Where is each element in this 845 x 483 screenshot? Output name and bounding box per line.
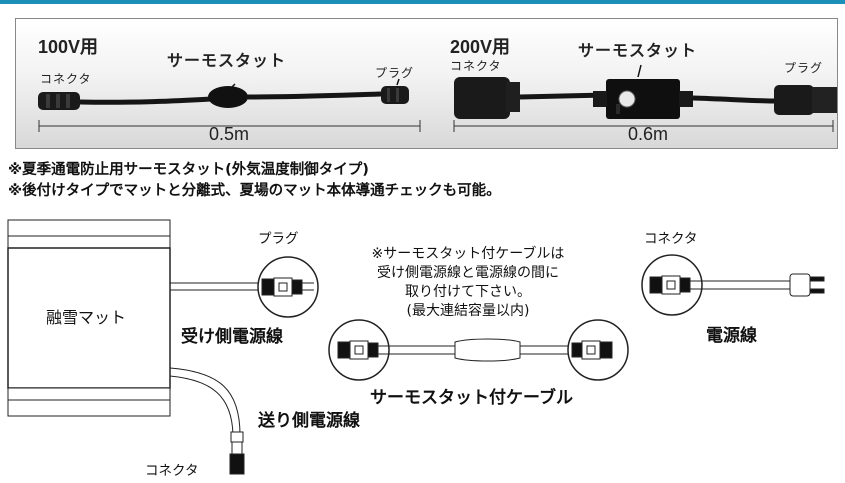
instruction-note: ※サーモスタット付ケーブルは 受け側電源線と電源線の間に 取り付けて下さい。 (… bbox=[358, 245, 578, 321]
connector-right-label: コネクタ bbox=[644, 231, 698, 247]
cable-photo-drawing bbox=[38, 64, 837, 132]
plug-top-label: プラグ bbox=[258, 231, 299, 247]
mat-label: 融雪マット bbox=[46, 308, 127, 327]
power-cable-shape bbox=[641, 254, 825, 316]
voltage-200v-label: 200V用 bbox=[450, 37, 511, 57]
connector-200v-label: コネクタ bbox=[450, 59, 502, 73]
note-line-2: ※後付けタイプでマットと分離式、夏場のマット本体導通チェックも可能。 bbox=[8, 183, 501, 199]
product-photo: 100V用 サーモスタット コネクタ プラグ 0.5m 200V用 サーモスタッ… bbox=[15, 18, 838, 149]
thermostat-200v-label: サーモスタット bbox=[578, 41, 698, 60]
length-rulers bbox=[38, 120, 834, 132]
thermostat-cable-label: サーモスタット付ケーブル bbox=[370, 388, 573, 408]
bottom-connector-shape bbox=[229, 431, 245, 475]
wiring-diagram-drawing bbox=[7, 219, 825, 475]
top-accent-line bbox=[0, 0, 845, 4]
instruction-line-3: 取り付けて下さい。 bbox=[405, 284, 531, 300]
plug-200v-label: プラグ bbox=[784, 61, 824, 75]
receive-cable-shape bbox=[170, 282, 262, 291]
length-100v-label: 0.5m bbox=[209, 124, 250, 144]
wiring-diagram: 融雪マット プラグ 受け側電源線 送り側電源線 コネクタ サーモスタット付ケーブ… bbox=[0, 200, 845, 483]
length-200v-label: 0.6m bbox=[628, 124, 669, 144]
instruction-line-2: 受け側電源線と電源線の間に bbox=[377, 265, 559, 281]
plug-top-circle bbox=[257, 256, 319, 318]
thermostat-100v-label: サーモスタット bbox=[167, 51, 287, 70]
cable-200v-image bbox=[454, 64, 837, 119]
connector-100v-label: コネクタ bbox=[40, 72, 92, 86]
instruction-line-4: (最大連結容量以内) bbox=[406, 303, 530, 319]
voltage-100v-label: 100V用 bbox=[38, 37, 99, 57]
power-cable-label: 電源線 bbox=[706, 326, 757, 346]
cable-100v-image bbox=[38, 78, 409, 110]
thermostat-cable-shape bbox=[328, 319, 629, 381]
note-line-1: ※夏季通電防止用サーモスタット(外気温度制御タイプ) bbox=[8, 162, 369, 178]
send-cable-shape bbox=[169, 367, 241, 436]
receive-cable-label: 受け側電源線 bbox=[181, 327, 283, 347]
instruction-line-1: ※サーモスタット付ケーブルは bbox=[371, 246, 565, 262]
send-cable-label: 送り側電源線 bbox=[258, 411, 360, 431]
plug-100v-label: プラグ bbox=[375, 66, 415, 80]
connector-bottom-label: コネクタ bbox=[145, 463, 199, 479]
snow-melt-mat-shape bbox=[7, 219, 171, 417]
